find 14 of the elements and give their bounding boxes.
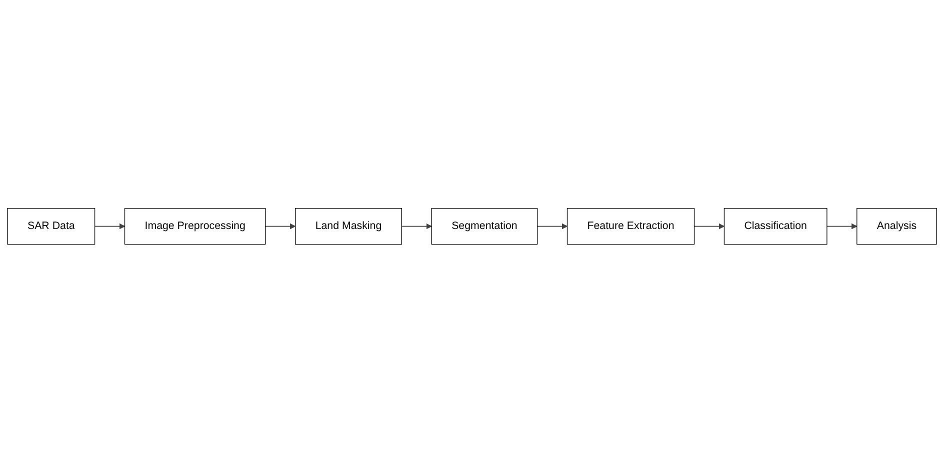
node-box	[724, 208, 828, 245]
arrow	[264, 224, 296, 230]
node-box	[295, 208, 402, 245]
arrow	[826, 224, 858, 230]
arrow	[401, 224, 432, 230]
arrow	[694, 224, 724, 230]
node-box	[431, 208, 538, 245]
node-box	[566, 208, 695, 245]
node-box	[7, 208, 96, 245]
arrow	[94, 224, 126, 230]
arrow	[536, 224, 568, 230]
node-box	[856, 208, 937, 245]
node-box	[124, 208, 266, 245]
flowchart: SAR Data Image Preprocessing Land Masking Segmentation Feature Extraction Classification Analysis	[2, 203, 942, 250]
